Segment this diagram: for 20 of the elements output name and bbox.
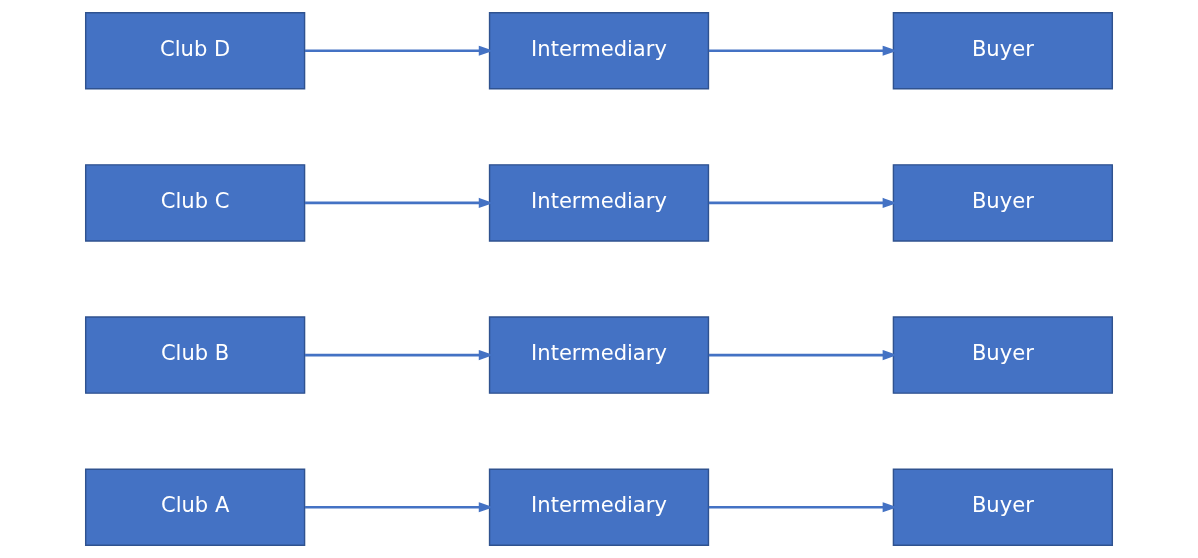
- arrow: [708, 350, 898, 361]
- node-box: Intermediary: [488, 316, 710, 394]
- node-box: Club D: [85, 12, 306, 90]
- arrow: [304, 502, 494, 513]
- arrow: [304, 350, 494, 361]
- arrow: [708, 502, 898, 513]
- arrow: [708, 45, 898, 56]
- node-box: Intermediary: [488, 468, 710, 547]
- arrow: [304, 197, 494, 208]
- node-box: Intermediary: [488, 164, 710, 242]
- node-box: Buyer: [892, 316, 1113, 394]
- node-box: Buyer: [892, 468, 1113, 547]
- node-box: Buyer: [892, 12, 1113, 90]
- node-box: Intermediary: [488, 12, 710, 90]
- arrow: [708, 197, 898, 208]
- node-box: Club C: [85, 164, 306, 242]
- node-box: Club A: [85, 468, 306, 547]
- node-box: Buyer: [892, 164, 1113, 242]
- node-box: Club B: [85, 316, 306, 394]
- arrow: [304, 45, 494, 56]
